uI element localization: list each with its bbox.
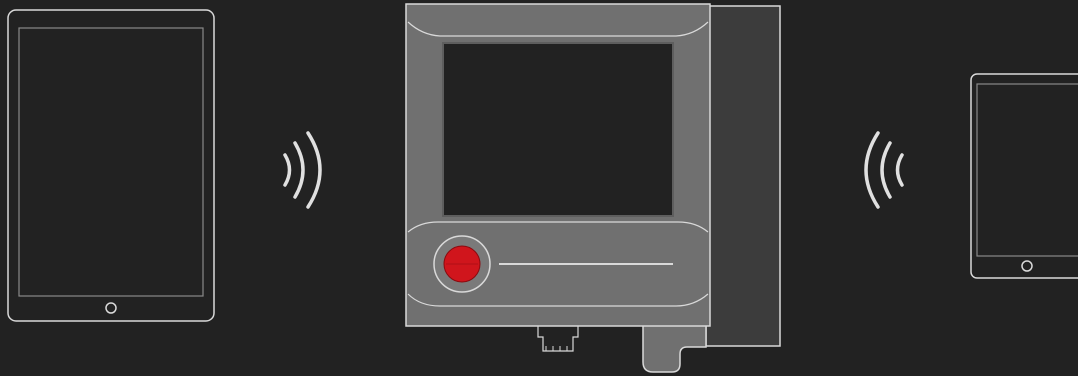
device-side-panel (705, 5, 781, 347)
wireless-signal-icon (864, 131, 904, 209)
wireless-signal-icon (283, 131, 322, 209)
device-screen (442, 42, 674, 217)
device-connector (537, 326, 579, 352)
phone-screen (976, 83, 1078, 257)
phone-home-button (1021, 260, 1033, 272)
device-bottom-tab (642, 321, 707, 373)
phone-icon (970, 73, 1078, 279)
camera-controller-icon (405, 3, 781, 373)
tablet-icon (7, 9, 215, 322)
tablet-home-button (105, 302, 117, 314)
tablet-screen (18, 27, 204, 297)
